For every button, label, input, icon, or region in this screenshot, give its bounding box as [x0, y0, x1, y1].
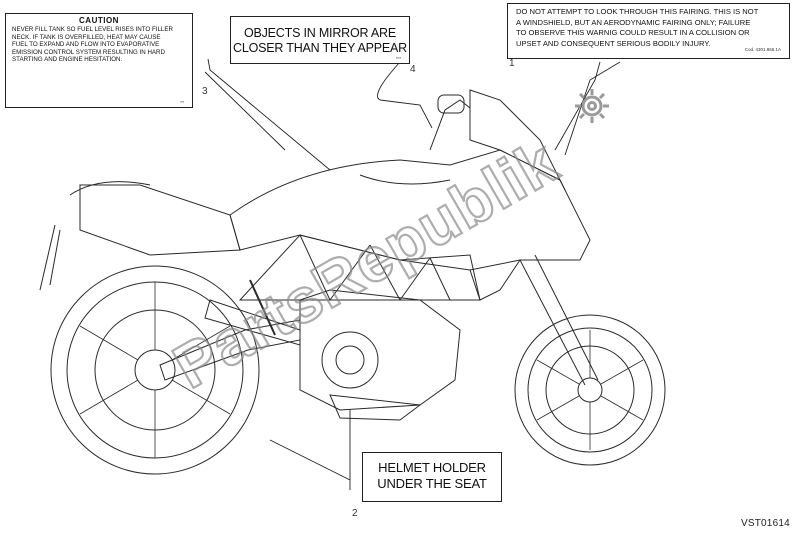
trellis-frame — [238, 234, 481, 301]
front-wheel — [514, 314, 666, 466]
caution-line: FUEL TO EXPAND AND FLOW INTO EVAPORATIVE — [12, 41, 160, 49]
fairing-line: TO OBSERVE THIS WARNIG COULD RESULT IN A… — [516, 28, 750, 38]
gear-icon — [575, 89, 609, 123]
fairing-line: DO NOT ATTEMPT TO LOOK THROUGH THIS FAIR… — [516, 7, 759, 16]
diagram-reference: VST01614 — [741, 518, 790, 529]
helmet-label: HELMET HOLDER UNDER THE SEAT — [362, 452, 502, 502]
callout-1: 1 — [509, 58, 515, 69]
helmet-line: UNDER THE SEAT — [377, 476, 487, 491]
bodywork — [229, 149, 591, 301]
caution-title: CAUTION — [79, 16, 119, 25]
caution-line: NECK. IF TANK IS OVERFILLED, HEAT MAY CA… — [12, 33, 161, 41]
mirror-code-mark: ▪▪▪▪ — [396, 56, 401, 60]
callout-2: 2 — [352, 508, 358, 519]
callout-3: 3 — [202, 86, 208, 97]
mirror — [429, 94, 471, 151]
rear-wheel — [50, 265, 260, 475]
windshield — [469, 89, 566, 191]
fairing-code: Cod. 4301.866.1A — [744, 47, 781, 52]
callout-4: 4 — [410, 64, 416, 75]
caution-label: CAUTION NEVER FILL TANK SO FUEL LEVEL RI… — [5, 13, 193, 108]
fairing-text: DO NOT ATTEMPT TO LOOK THROUGH THIS FAIR… — [508, 4, 789, 49]
engine — [299, 289, 461, 421]
caution-line: STARTING AND ENGINE HESITATION. — [12, 56, 123, 64]
caution-text: NEVER FILL TANK SO FUEL LEVEL RISES INTO… — [6, 25, 192, 64]
fairing-line: A WINDSHIELD, BUT AN AERODYNAMIC FAIRING… — [516, 17, 751, 27]
leader-lines — [204, 58, 621, 490]
front-fork — [519, 254, 599, 386]
mirror-line: OBJECTS IN MIRROR ARE — [243, 26, 397, 40]
helmet-text: HELMET HOLDER UNDER THE SEAT — [363, 453, 501, 492]
caution-code-mark: ▪▪▪ — [180, 100, 184, 104]
fairing-label: DO NOT ATTEMPT TO LOOK THROUGH THIS FAIR… — [507, 3, 790, 59]
caution-line: EMISSION CONTROL SYSTEM RESULTING IN HAR… — [12, 48, 165, 56]
exhaust — [204, 299, 301, 346]
seat-and-tail — [39, 181, 241, 291]
rear-shock — [249, 279, 276, 336]
swingarm — [159, 319, 301, 381]
mirror-label: OBJECTS IN MIRROR ARE CLOSER THAN THEY A… — [230, 16, 410, 64]
caution-line: NEVER FILL TANK SO FUEL LEVEL RISES INTO… — [12, 26, 173, 33]
mirror-text: OBJECTS IN MIRROR ARE CLOSER THAN THEY A… — [231, 17, 409, 55]
helmet-line: HELMET HOLDER — [378, 460, 486, 475]
mirror-line: CLOSER THAN THEY APPEAR — [233, 40, 407, 55]
fairing-line: UPSET AND CONSEQUENT SERIOUS BODILY INJU… — [516, 38, 711, 48]
